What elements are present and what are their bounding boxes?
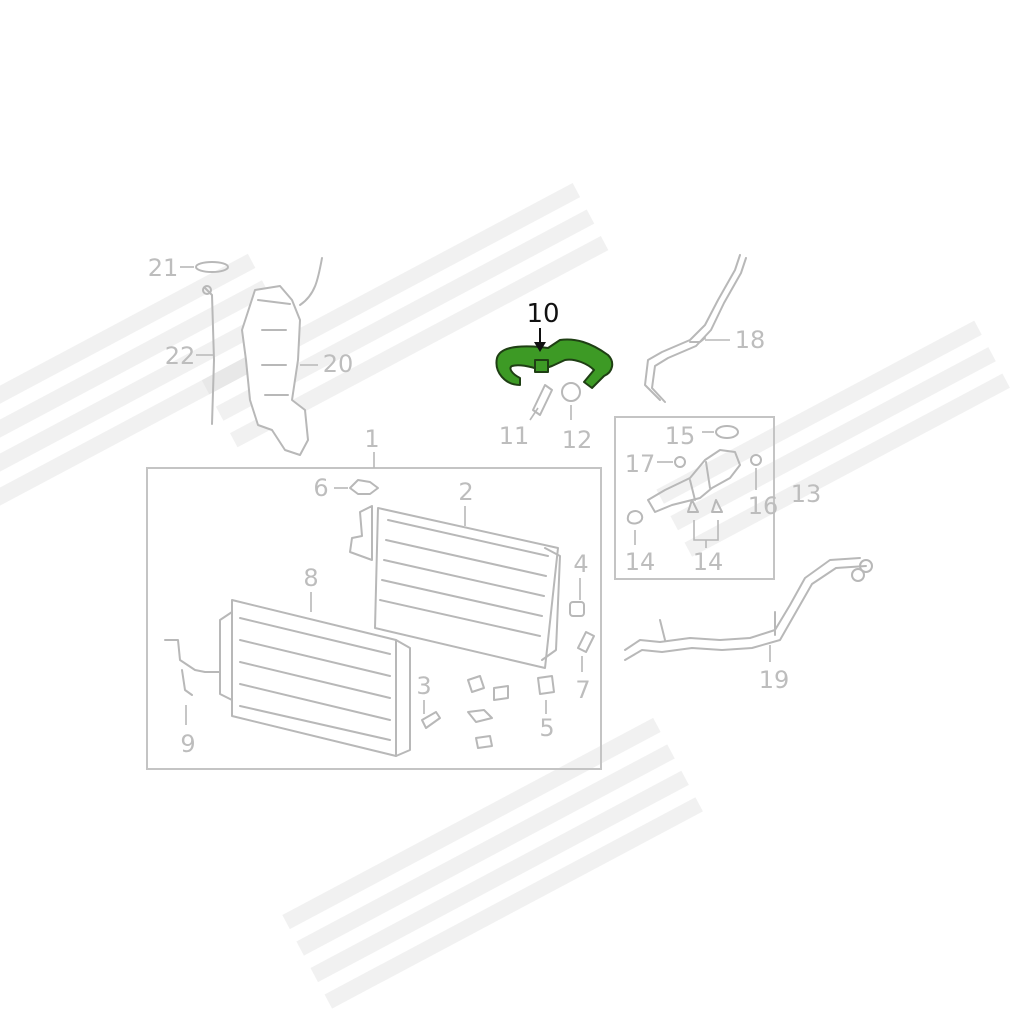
callout-19: 19	[759, 666, 790, 694]
part-19-tube-assembly[interactable]	[624, 557, 873, 662]
callout-10: 10	[526, 299, 559, 329]
callout-5: 5	[539, 714, 554, 742]
callout-1: 1	[364, 425, 379, 453]
callout-14-b: 14	[693, 548, 724, 576]
group-13-box	[614, 416, 775, 580]
part-7-mount[interactable]	[577, 631, 595, 672]
callout-9: 9	[180, 730, 195, 758]
callout-20: 20	[323, 350, 354, 378]
part-20-reservoir[interactable]	[241, 257, 323, 456]
part-10-hose[interactable]	[495, 328, 614, 389]
part-16-clip[interactable]	[750, 454, 762, 490]
part-17-clip[interactable]	[657, 456, 686, 468]
callout-16: 16	[748, 492, 779, 520]
part-4-mount[interactable]	[569, 578, 585, 617]
part-13-hose[interactable]	[647, 449, 741, 513]
part-3-bolt[interactable]	[421, 700, 441, 729]
callout-18: 18	[735, 326, 766, 354]
callout-4: 4	[573, 550, 588, 578]
callout-2: 2	[458, 478, 473, 506]
part-9-line[interactable]	[164, 639, 221, 725]
callout-15: 15	[665, 422, 696, 450]
callout-labels: 1 2 3 4 5 6 7 8 9 10 11 12 13 14 14 15 1…	[148, 254, 822, 758]
callout-14-a: 14	[625, 548, 656, 576]
part-5-bracket[interactable]	[467, 675, 555, 749]
part-14-clamp-a[interactable]	[626, 510, 644, 545]
part-22-rod[interactable]	[196, 285, 215, 425]
part-2-radiator[interactable]	[349, 505, 561, 669]
callout-3: 3	[416, 672, 431, 700]
callout-21: 21	[148, 254, 179, 282]
callout-11: 11	[499, 422, 530, 450]
part-12-clamp[interactable]	[561, 382, 581, 420]
callout-12: 12	[562, 426, 593, 454]
callout-13: 13	[791, 480, 822, 508]
callout-6: 6	[313, 474, 328, 502]
part-6-bracket[interactable]	[334, 479, 379, 495]
callout-7: 7	[575, 676, 590, 704]
part-8-condenser[interactable]	[219, 592, 411, 757]
callout-22: 22	[165, 342, 196, 370]
part-21-cap[interactable]	[180, 261, 229, 273]
callout-8: 8	[303, 564, 318, 592]
part-11-clamp[interactable]	[529, 384, 553, 421]
callout-17: 17	[625, 450, 656, 478]
part-15-cap[interactable]	[702, 425, 739, 439]
part-18-tube-assembly[interactable]	[644, 254, 747, 403]
part-14-clamp-b[interactable]	[687, 499, 723, 548]
